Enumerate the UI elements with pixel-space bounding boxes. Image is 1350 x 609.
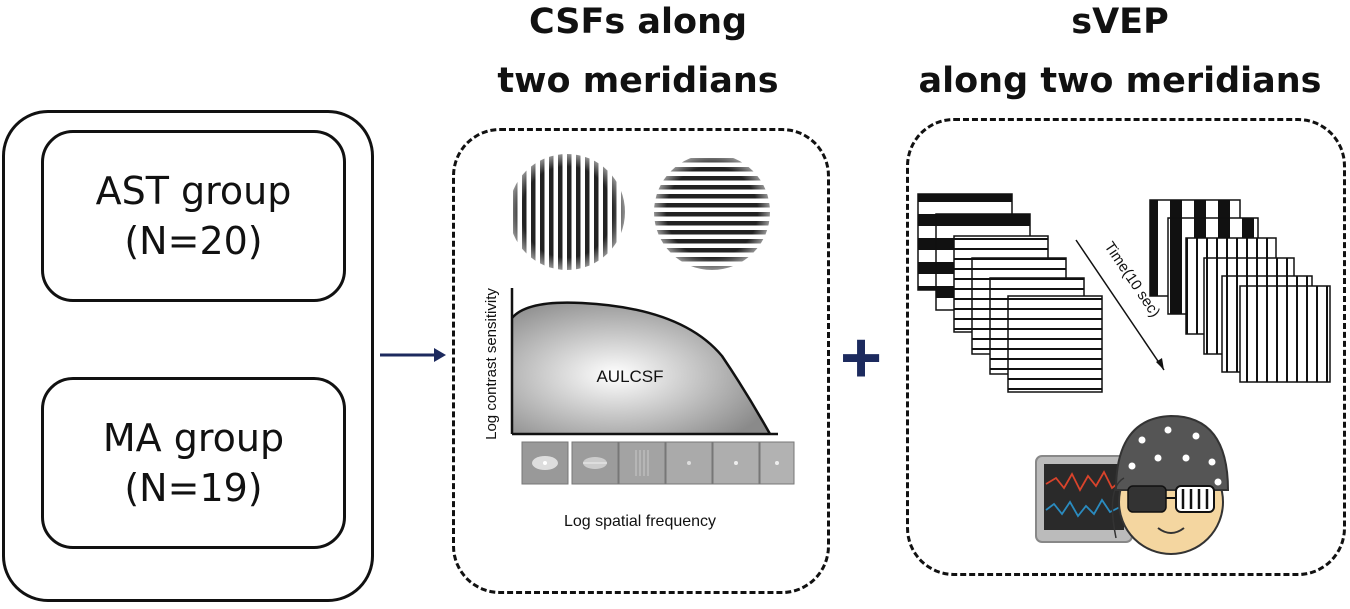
csf-title-line2: two meridians [497,61,779,101]
subject-head-icon [1111,414,1230,555]
gabor-thumbnail-strip [521,441,795,485]
svep-illustration: Time(10 sec) [917,193,1331,555]
eeg-monitor-icon [1035,455,1133,543]
ast-group-count: (N=20) [124,219,263,263]
aulcsf-label: AULCSF [596,367,663,386]
svep-title-line1: sVEP [1071,2,1169,42]
vertical-stimulus-stack [1149,199,1331,383]
csf-curve-area [512,302,770,434]
csf-panel [452,128,830,594]
csf-illustration: AULCSF Log contrast sensitivity Log spat… [483,154,795,530]
ma-group-name: MA group [102,416,285,460]
csf-x-axis-label: Log spatial frequency [564,513,716,530]
csf-panel-title: CSFs along two meridians [448,0,828,104]
gabor-thumb [712,441,760,485]
svep-panel [906,118,1346,576]
gabor-thumb [618,441,666,485]
csf-y-axis-label: Log contrast sensitivity [483,288,500,440]
svep-panel-title: sVEP along two meridians [900,0,1340,104]
ast-group-box: AST group (N=20) [41,130,346,302]
csf-curve [511,301,772,435]
csf-title-line1: CSFs along [528,2,748,42]
vertical-grating-icon [509,154,625,270]
plus-symbol: + [840,318,883,398]
flow-arrow [380,348,446,362]
horizontal-grating-icon [654,154,770,270]
ma-group-box: MA group (N=19) [41,377,346,549]
groups-container [2,110,374,602]
horizontal-stimulus-stack [917,193,1103,393]
ma-group-count: (N=19) [124,466,263,510]
svep-title-line2: along two meridians [918,61,1322,101]
ast-group-name: AST group [95,169,292,213]
